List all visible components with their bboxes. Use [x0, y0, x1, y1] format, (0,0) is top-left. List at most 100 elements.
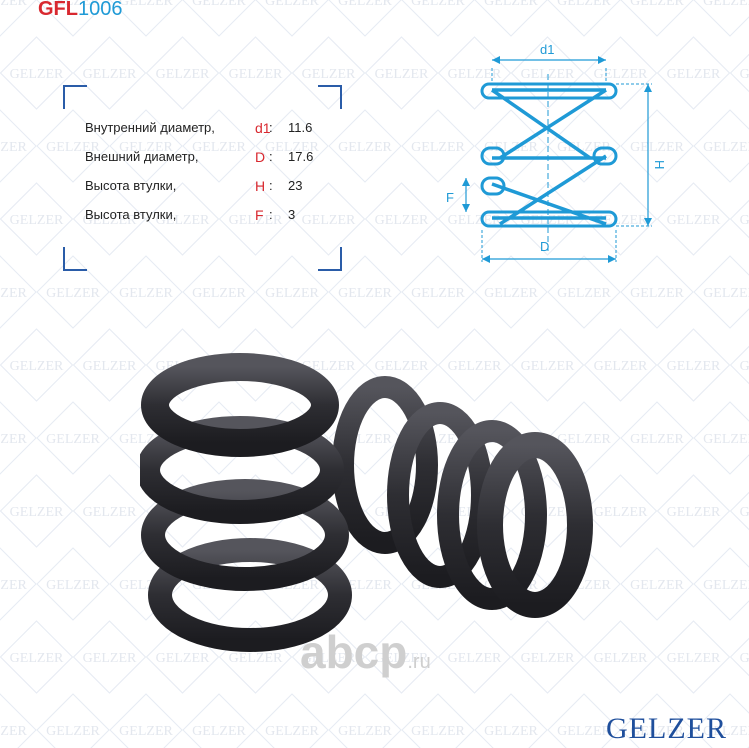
watermark-text: GELZER	[703, 140, 749, 155]
spec-label: Внешний диаметр,	[85, 149, 199, 164]
watermark-text: GELZER	[265, 0, 319, 9]
watermark-diamond	[36, 255, 110, 329]
watermark-text: GELZER	[192, 286, 246, 301]
watermark-diamond	[401, 109, 475, 183]
watermark-text: GELZER	[630, 286, 684, 301]
watermark-text: GELZER	[375, 359, 429, 374]
spec-value: 23	[288, 178, 303, 193]
watermark-text: GELZER	[703, 578, 749, 593]
watermark-text: GELZER	[521, 651, 575, 666]
watermark-diamond	[182, 255, 256, 329]
watermark-diamond	[547, 401, 621, 475]
spec-symbol: D	[255, 149, 266, 165]
watermark-text: GELZER	[557, 286, 611, 301]
spring-right	[332, 376, 593, 618]
watermark-diamond	[36, 693, 110, 748]
watermark-diamond	[0, 693, 37, 748]
watermark-diamond	[437, 328, 512, 402]
watermark-text: GELZER	[83, 651, 137, 666]
watermark-diamond	[0, 36, 74, 110]
watermark-diamond	[72, 36, 147, 110]
spec-symbol: H	[255, 178, 266, 194]
watermark-text: GELZER	[338, 286, 392, 301]
watermark-text: GELZER	[411, 724, 465, 739]
spring-diagram: d1 D H F	[446, 42, 667, 263]
watermark-diamond	[510, 620, 585, 694]
watermark-text: GELZER	[0, 286, 27, 301]
spring-left	[140, 353, 352, 652]
spec-separator: :	[269, 149, 273, 164]
watermark-text: GELZER	[302, 67, 356, 82]
spec-label: Высота втулки,	[85, 207, 177, 222]
watermark-text: GELZER	[302, 213, 356, 228]
watermark-diamond	[72, 620, 147, 694]
sku-prefix: GFL	[38, 0, 78, 20]
watermark-text: GELZER	[83, 67, 137, 82]
watermark-text: GELZER	[0, 724, 27, 739]
watermark-diamond	[583, 474, 658, 548]
watermark-text: GELZER	[557, 432, 611, 447]
watermark-text: GELZER	[119, 0, 173, 9]
watermark-diamond	[36, 0, 110, 37]
watermark-diamond	[729, 491, 749, 531]
watermark-text: GELZER	[740, 359, 749, 374]
watermark-text: GELZER	[229, 67, 283, 82]
spring-coil-outline	[491, 88, 607, 226]
watermark-diamond	[693, 547, 749, 621]
watermark-text: GELZER	[338, 578, 392, 593]
watermark-text: GELZER	[46, 724, 100, 739]
watermark-diamond	[474, 693, 548, 748]
watermark-diamond	[693, 255, 749, 329]
watermark-text: GELZER	[740, 213, 749, 228]
watermark-diamond	[218, 36, 293, 110]
watermark-text: GELZER	[46, 432, 100, 447]
watermark-diamond	[401, 693, 475, 748]
watermark-text: GELZER	[557, 724, 611, 739]
watermark-diamond	[729, 637, 749, 677]
watermark-diamond	[109, 109, 183, 183]
watermark-text: GELZER	[156, 213, 210, 228]
watermark-diamond	[620, 0, 694, 37]
watermark-text: GELZER	[411, 0, 465, 9]
watermark-text: GELZER	[667, 651, 721, 666]
watermark-diamond	[72, 474, 147, 548]
watermark-text: GELZER	[192, 0, 246, 9]
watermark-text: GELZER	[375, 651, 429, 666]
watermark-diamond	[291, 620, 366, 694]
watermark-text: GELZER	[302, 651, 356, 666]
watermark-text: GELZER	[484, 0, 538, 9]
watermark-diamond	[0, 328, 74, 402]
watermark-text: GELZER	[83, 505, 137, 520]
watermark-diamond	[36, 547, 110, 621]
watermark-text: GELZER	[10, 213, 64, 228]
spec-symbol: F	[255, 207, 264, 223]
watermark-diamond	[583, 328, 658, 402]
spec-value: 11.6	[288, 120, 313, 135]
watermark-diamond	[510, 36, 585, 110]
product-sku: GFL1006	[38, 0, 123, 21]
spec-symbol: d1	[255, 120, 271, 136]
watermark-diamond	[0, 182, 74, 256]
watermark-diamond	[437, 182, 512, 256]
watermark-text: GELZER	[703, 0, 749, 9]
F-dimension-label: F	[446, 190, 454, 205]
watermark-text: GELZER	[229, 651, 283, 666]
watermark-diamond	[364, 620, 439, 694]
watermark-diamond	[145, 328, 220, 402]
spec-separator: :	[269, 178, 273, 193]
watermark-text: GELZER	[46, 286, 100, 301]
watermark-text: GELZER	[667, 505, 721, 520]
watermark-diamond	[620, 255, 694, 329]
watermark-diamond	[656, 620, 731, 694]
watermark-text: GELZER	[265, 724, 319, 739]
watermark-diamond	[109, 0, 183, 37]
watermark-diamond	[328, 109, 402, 183]
watermark-text: GELZER	[46, 140, 100, 155]
coil-top	[480, 82, 618, 100]
watermark-diamond	[474, 0, 548, 37]
watermark-text: GELZER	[229, 213, 283, 228]
spec-separator: :	[269, 120, 273, 135]
spec-separator: :	[269, 207, 273, 222]
watermark-diamond	[547, 693, 621, 748]
watermark-text: GELZER	[192, 140, 246, 155]
